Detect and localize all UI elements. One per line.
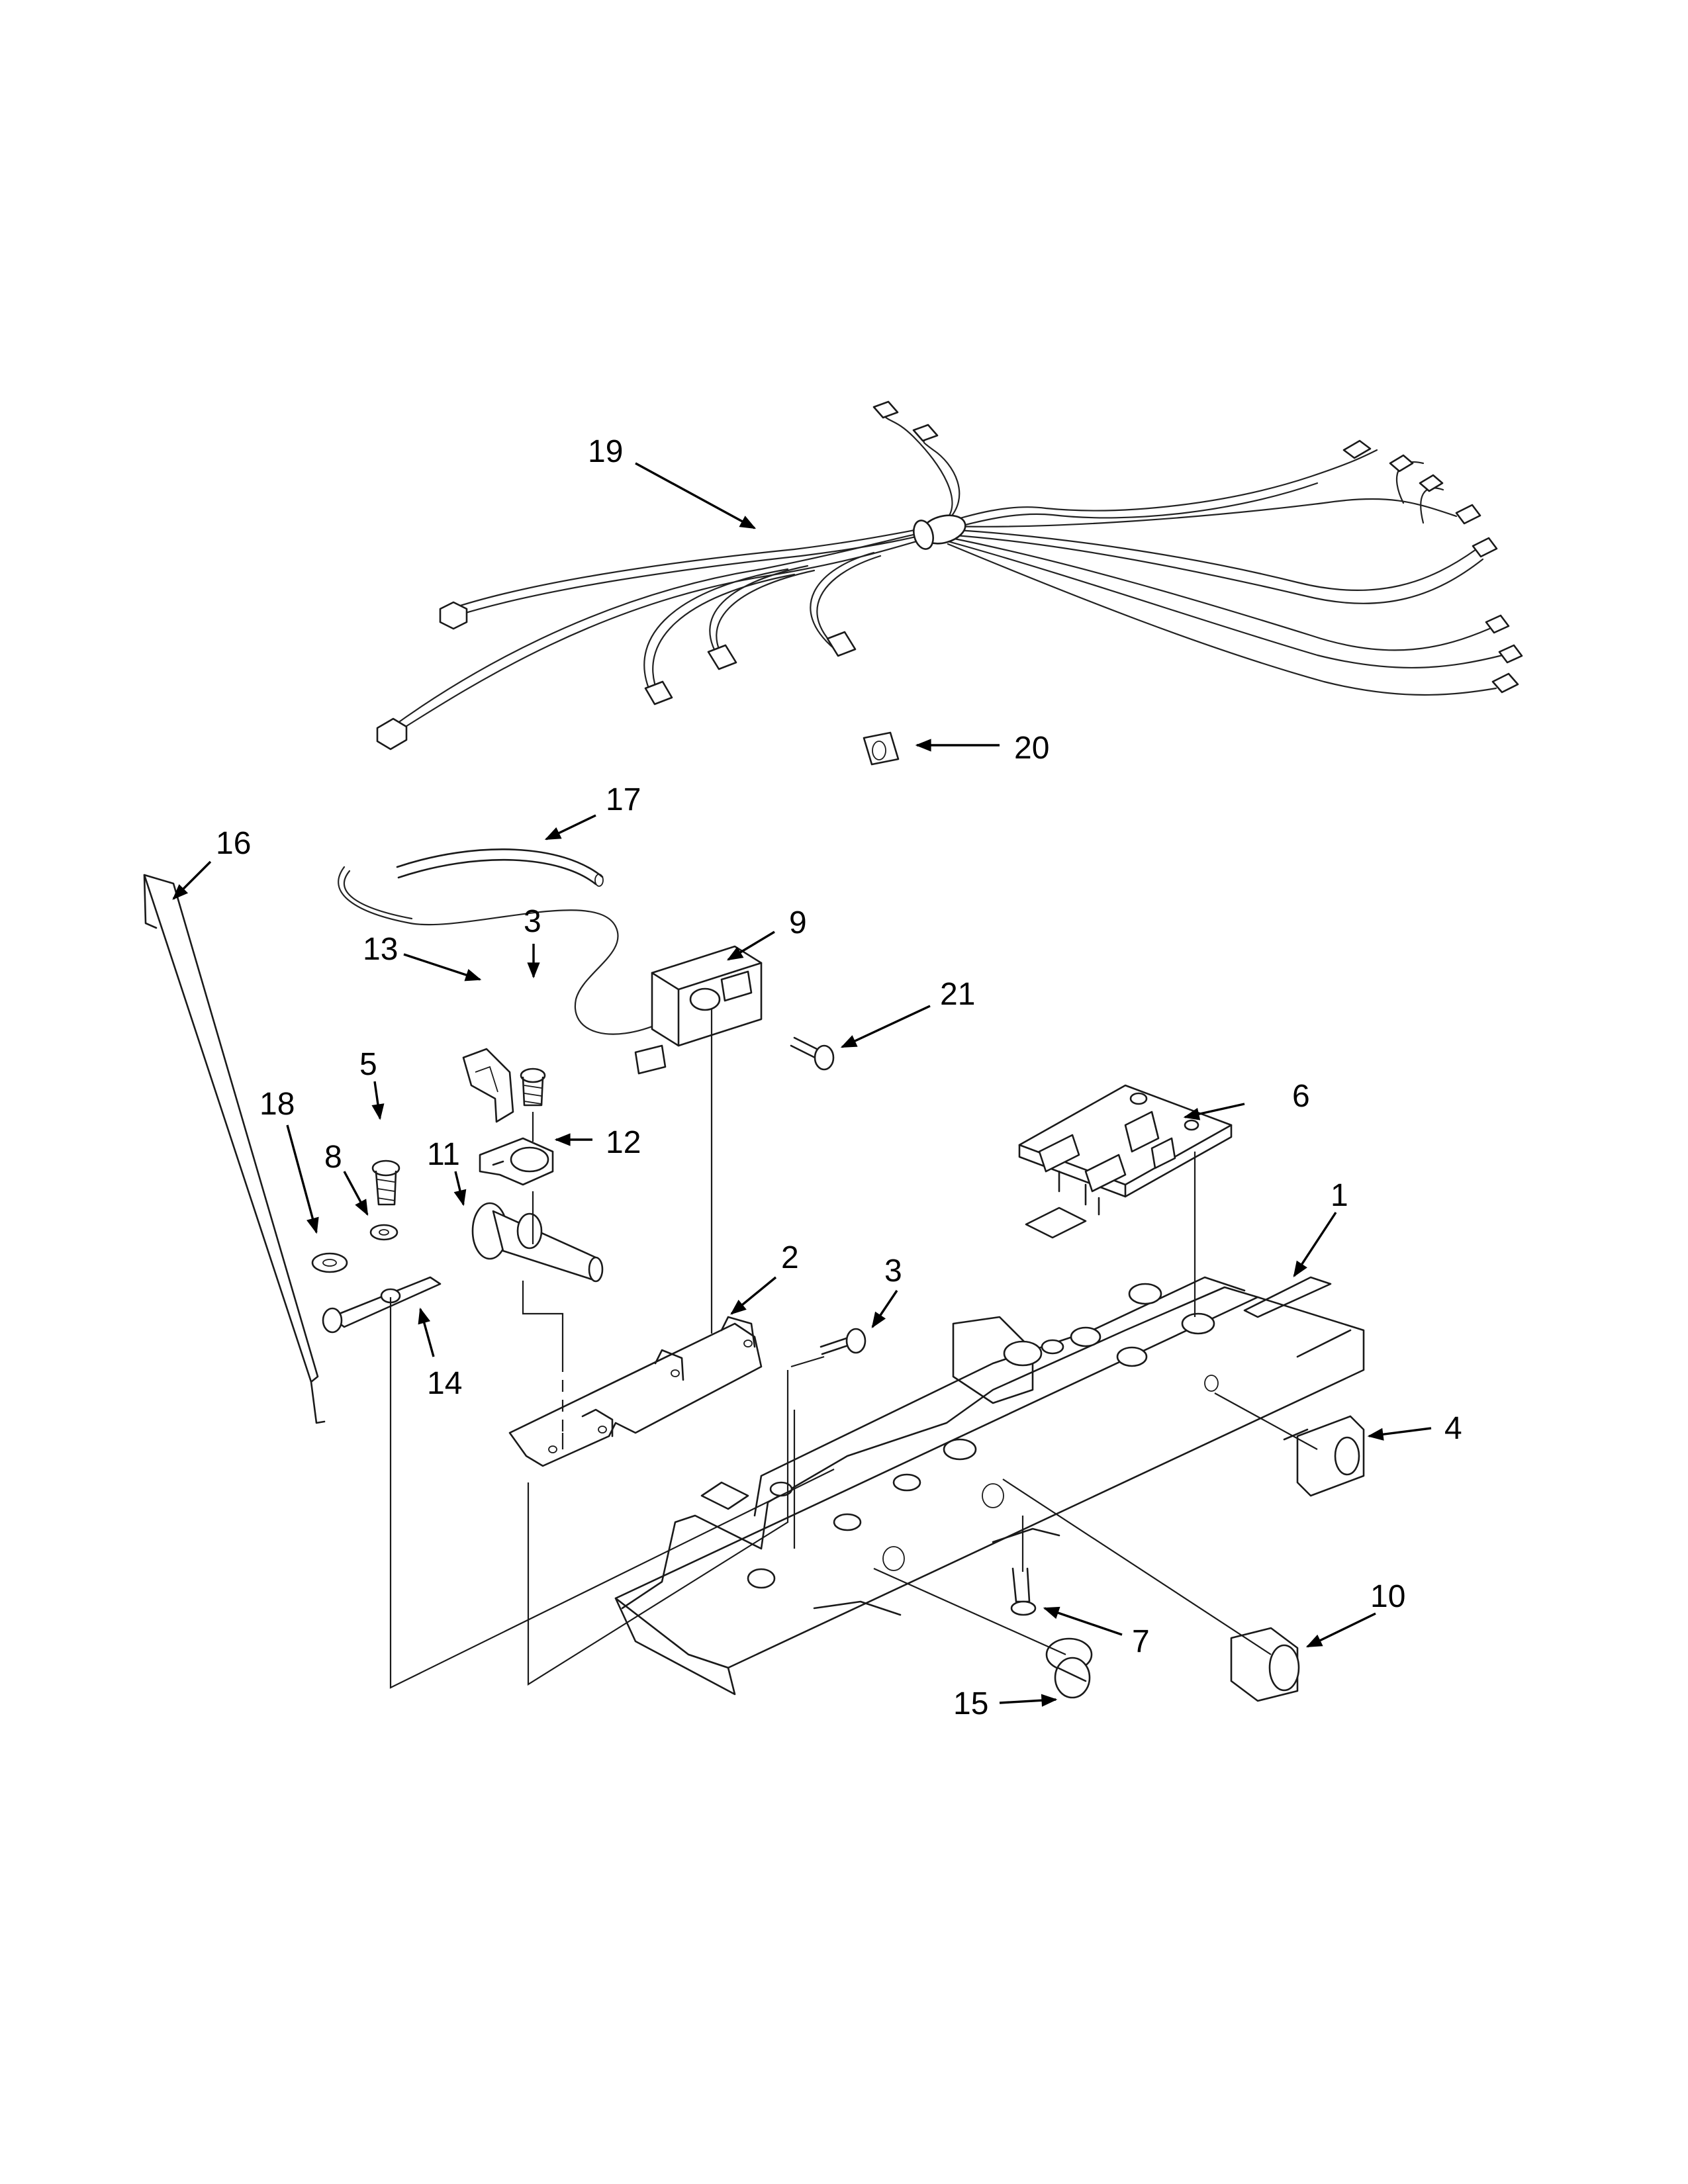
callout-16: 16	[216, 826, 251, 861]
callout-1: 1	[1331, 1178, 1348, 1213]
callout-arrows	[172, 462, 1432, 1707]
callout-13: 13	[363, 932, 398, 967]
arrow-1	[1293, 1212, 1337, 1278]
part-13-clip	[462, 1048, 514, 1123]
callout-18: 18	[259, 1087, 295, 1122]
callout-15: 15	[953, 1686, 988, 1721]
callout-20: 20	[1014, 731, 1049, 766]
callout-3-lower: 3	[884, 1253, 902, 1289]
arrow-4	[1367, 1427, 1432, 1441]
callout-2: 2	[781, 1240, 799, 1275]
part-4-switch	[1283, 1415, 1365, 1497]
arrow-6	[1183, 1103, 1245, 1120]
callout-8: 8	[324, 1140, 342, 1175]
arrow-8	[343, 1171, 369, 1216]
wire-harness	[376, 400, 1523, 751]
arrow-21	[840, 1005, 931, 1048]
callout-19: 19	[588, 434, 623, 469]
callout-7: 7	[1132, 1624, 1150, 1659]
callout-9: 9	[789, 905, 807, 940]
part-15-socket	[1045, 1637, 1093, 1699]
part-20-clip	[863, 731, 900, 766]
part-16-rod	[143, 874, 326, 1424]
arrow-11	[453, 1171, 467, 1206]
part-12-bracket	[479, 1137, 554, 1186]
part-17-tube	[396, 848, 604, 887]
callout-5: 5	[359, 1047, 377, 1082]
part-21-screw	[790, 1036, 835, 1071]
part-2-plate	[508, 1316, 763, 1467]
callout-21: 21	[940, 977, 975, 1012]
callout-labels: 19 20 17 16 9 13 3 21 6 5 18 8 11 12 1 2…	[216, 434, 1462, 1721]
assembly-guide-lines	[389, 1009, 1318, 1689]
part-1-housing	[614, 1206, 1365, 1696]
arrow-2	[730, 1276, 777, 1315]
callout-12: 12	[606, 1125, 641, 1160]
callout-3-upper: 3	[524, 904, 541, 939]
part-10-socket	[1230, 1627, 1300, 1702]
arrow-13	[403, 953, 482, 981]
part-9-control	[338, 866, 763, 1075]
callout-10: 10	[1370, 1579, 1405, 1614]
part-8-washer	[369, 1224, 399, 1241]
arrow-7	[1043, 1606, 1123, 1636]
arrow-19	[635, 462, 757, 529]
arrow-3b	[871, 1290, 898, 1328]
part-3-screw-upper	[520, 1068, 546, 1107]
arrow-16	[172, 860, 212, 900]
arrow-15	[999, 1694, 1058, 1707]
arrow-18	[286, 1124, 319, 1234]
callout-6: 6	[1292, 1079, 1310, 1114]
callout-17: 17	[606, 782, 641, 817]
callout-11: 11	[427, 1137, 460, 1172]
callout-14: 14	[427, 1366, 462, 1401]
part-14-lever	[322, 1276, 442, 1334]
arrow-10	[1305, 1612, 1376, 1648]
part-18-washer	[311, 1252, 348, 1273]
arrow-17	[544, 814, 596, 841]
arrow-9	[726, 931, 775, 961]
callout-4: 4	[1444, 1411, 1462, 1446]
part-5-screw	[371, 1160, 400, 1206]
arrow-14	[418, 1307, 435, 1357]
part-3-screw-lower	[820, 1328, 867, 1355]
part-11-actuator	[471, 1202, 604, 1283]
part-6-board	[1018, 1084, 1233, 1216]
part-7-screw	[1010, 1567, 1037, 1616]
arrow-5	[371, 1081, 385, 1120]
